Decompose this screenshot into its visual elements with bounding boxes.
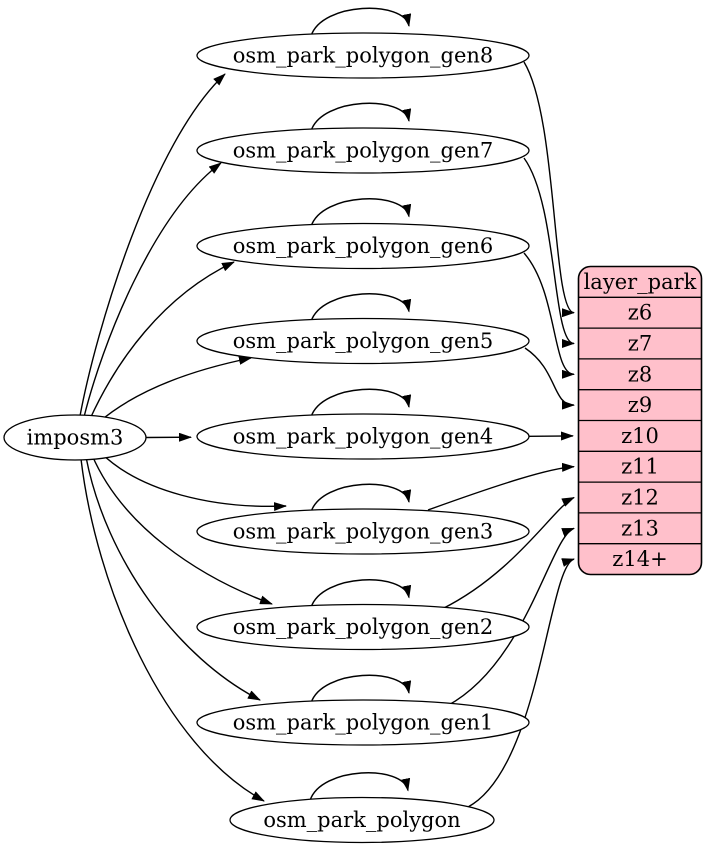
edge-gen5-to-z9 — [524, 347, 575, 410]
node-ellipse — [229, 796, 495, 844]
self-loop-gen7 — [310, 102, 412, 132]
edge-imposm3-to-gen8 — [79, 73, 226, 417]
edge-gen1-to-z13 — [446, 527, 575, 707]
node-ellipse — [196, 32, 530, 79]
edge-imposm3-to-gen6 — [89, 261, 235, 420]
node-label: osm_park_polygon_gen5 — [233, 329, 494, 353]
node-ellipse — [196, 603, 530, 651]
edge-imposm3-to-gen2 — [91, 454, 273, 605]
self-loop-gen3 — [310, 483, 412, 513]
edge-imposm3-to-gen5 — [98, 355, 252, 423]
zoom-row-label: z7 — [628, 332, 652, 356]
edge-imposm3-to-gen7 — [83, 162, 222, 418]
node-label: osm_park_polygon_gen1 — [233, 711, 494, 735]
zoom-row-label: z12 — [621, 486, 659, 510]
node-label: osm_park_polygon_gen4 — [233, 425, 494, 449]
edge-gen6-to-z8 — [523, 252, 575, 379]
node-osm-park-polygon-gen8: osm_park_polygon_gen8 — [196, 32, 530, 79]
edges-to-layer — [427, 61, 575, 808]
edge-imposm3-to-polygon — [80, 458, 265, 802]
node-ellipse — [196, 317, 530, 365]
zoom-row-label: z8 — [628, 362, 652, 386]
layer-table-dividers — [578, 296, 702, 545]
self-loop-gen8 — [310, 7, 412, 37]
node-ellipse — [196, 222, 530, 270]
node-ellipse — [196, 127, 530, 174]
zoom-row-label: z9 — [628, 393, 652, 417]
node-label: osm_park_polygon_gen7 — [233, 139, 494, 163]
edge-gen2-to-z12 — [441, 496, 575, 610]
node-label: osm_park_polygon_gen8 — [233, 44, 494, 68]
edge-gen7-to-z7 — [523, 157, 575, 348]
self-loop-gen5 — [310, 293, 412, 322]
zoom-row-label: z10 — [621, 424, 659, 448]
self-loops — [309, 7, 412, 801]
node-label: osm_park_polygon_gen3 — [233, 520, 494, 544]
edge-gen3-to-z11 — [427, 462, 575, 511]
node-osm-park-polygon-gen7: osm_park_polygon_gen7 — [196, 127, 530, 174]
edge-gen8-to-z6 — [523, 61, 575, 318]
self-loop-polygon — [309, 772, 411, 801]
node-ellipse — [3, 414, 147, 461]
self-loop-gen1 — [310, 674, 412, 704]
edges-from-source — [79, 73, 287, 802]
node-label: osm_park_polygon_gen6 — [233, 234, 494, 258]
node-label: imposm3 — [27, 426, 124, 450]
node-osm-park-polygon-gen4: osm_park_polygon_gen4 — [196, 413, 530, 460]
node-osm-park-polygon-gen3: osm_park_polygon_gen3 — [196, 508, 530, 555]
layer-table-header: layer_park — [584, 270, 697, 294]
zoom-row-label: z13 — [621, 516, 659, 540]
self-loop-gen6 — [310, 198, 412, 227]
node-osm-park-polygon-gen5: osm_park_polygon_gen5 — [196, 317, 530, 365]
self-loop-gen4 — [310, 388, 412, 418]
node-osm-park-polygon-gen6: osm_park_polygon_gen6 — [196, 222, 530, 270]
node-osm-park-polygon: osm_park_polygon — [229, 796, 495, 844]
node-ellipse — [196, 699, 530, 746]
node-label: osm_park_polygon_gen2 — [233, 615, 494, 639]
zoom-row-label: z11 — [621, 455, 659, 479]
node-label: osm_park_polygon — [263, 808, 460, 832]
layer-table: layer_park z6 z7 z8 z9 z10 z11 z12 z13 z… — [577, 265, 703, 576]
node-ellipse — [196, 508, 530, 555]
self-loop-gen2 — [310, 579, 412, 608]
node-osm-park-polygon-gen1: osm_park_polygon_gen1 — [196, 699, 530, 746]
node-imposm3: imposm3 — [3, 414, 147, 461]
edge-imposm3-to-gen3 — [99, 451, 287, 511]
zoom-row-label: z14+ — [612, 547, 667, 571]
edge-polygon-to-z14 — [467, 558, 575, 808]
zoom-row-label: z6 — [628, 301, 652, 325]
edge-imposm3-to-gen1 — [85, 456, 261, 701]
node-ellipse — [196, 413, 530, 460]
node-osm-park-polygon-gen2: osm_park_polygon_gen2 — [196, 603, 530, 651]
